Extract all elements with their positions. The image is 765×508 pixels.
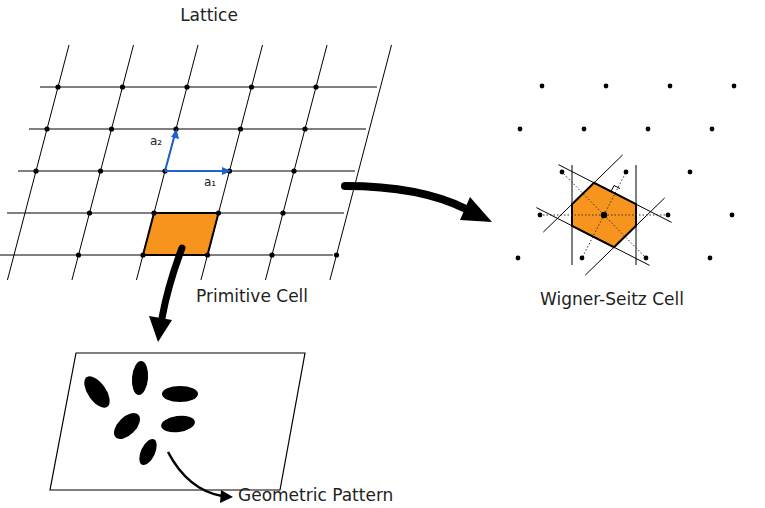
ellipse bbox=[136, 436, 161, 467]
vector-head bbox=[222, 167, 231, 175]
neighbor-lines bbox=[540, 172, 668, 258]
lattice-point bbox=[644, 256, 649, 261]
vector-a1 bbox=[165, 170, 225, 172]
lattice-point bbox=[646, 127, 651, 132]
dotted-line bbox=[604, 172, 626, 215]
bisector-lines bbox=[536, 155, 671, 275]
lattice-point bbox=[76, 252, 81, 257]
ellipse bbox=[162, 386, 198, 402]
lattice-point bbox=[291, 168, 296, 173]
lattice-point bbox=[601, 212, 607, 218]
lattice-point bbox=[216, 210, 221, 215]
lattice-point bbox=[98, 168, 103, 173]
grid-line bbox=[7, 45, 69, 280]
panel-title: Lattice bbox=[180, 6, 238, 26]
lattice-point bbox=[730, 213, 735, 218]
lattice-point bbox=[668, 84, 673, 89]
lattice-point bbox=[55, 84, 60, 89]
lattice-point bbox=[516, 256, 521, 261]
ellipse bbox=[131, 360, 150, 395]
lattice-point bbox=[708, 256, 713, 261]
grid-line bbox=[40, 87, 377, 88]
lattice-point bbox=[688, 170, 693, 175]
lattice-point bbox=[666, 213, 671, 218]
grid-line bbox=[265, 45, 327, 280]
pattern-label: Geometric Pattern bbox=[238, 486, 393, 506]
ellipse bbox=[79, 372, 114, 412]
vector-a2 bbox=[165, 134, 175, 171]
lattice-grid bbox=[0, 45, 392, 280]
lattice-point bbox=[33, 168, 38, 173]
dotted-line bbox=[562, 172, 604, 215]
lattice-point bbox=[120, 84, 125, 89]
leader-arrow bbox=[168, 452, 222, 496]
grid-line bbox=[72, 45, 134, 280]
dotted-line bbox=[582, 215, 604, 258]
arrow-head bbox=[149, 316, 172, 342]
lattice-point bbox=[44, 126, 49, 131]
lattice-point bbox=[580, 256, 585, 261]
bisector bbox=[585, 198, 664, 275]
cell-label: Primitive Cell bbox=[196, 287, 308, 307]
lattice-point bbox=[269, 252, 274, 257]
dotted-line bbox=[604, 215, 646, 258]
ellipse bbox=[109, 408, 144, 443]
lattice-point bbox=[582, 127, 587, 132]
lattice-point bbox=[313, 84, 318, 89]
vector-label: a₁ bbox=[204, 176, 216, 190]
lattice-point bbox=[87, 210, 92, 215]
lattice-point bbox=[249, 84, 254, 89]
grid-line bbox=[330, 45, 392, 280]
bisector bbox=[536, 208, 649, 266]
lattice-point bbox=[109, 126, 114, 131]
lattice-point bbox=[184, 84, 189, 89]
arrow-head bbox=[460, 197, 492, 222]
arrow-head bbox=[220, 490, 233, 503]
lattice-point bbox=[538, 213, 543, 218]
vector-head bbox=[171, 129, 179, 139]
lattice-point bbox=[518, 127, 523, 132]
big-arrow bbox=[162, 248, 182, 318]
dotted-line bbox=[604, 215, 668, 216]
big-arrow bbox=[345, 186, 466, 209]
lattice-point bbox=[302, 126, 307, 131]
dotted-line bbox=[540, 215, 604, 216]
lattice-point bbox=[624, 170, 629, 175]
vector-label: a₂ bbox=[150, 135, 162, 149]
lattice-point bbox=[140, 252, 145, 257]
lattice-point bbox=[205, 252, 210, 257]
lattice-point bbox=[732, 84, 737, 89]
lattice-point bbox=[334, 252, 339, 257]
lattice-point bbox=[710, 127, 715, 132]
bisector bbox=[543, 155, 622, 232]
bisector bbox=[558, 165, 671, 223]
lattice-point bbox=[560, 170, 565, 175]
right-angle-mark bbox=[611, 186, 620, 192]
lattice-points bbox=[516, 84, 737, 261]
grid-line bbox=[29, 129, 366, 130]
lattice-point bbox=[238, 126, 243, 131]
lattice-points bbox=[33, 84, 339, 257]
lattice-point bbox=[540, 84, 545, 89]
lattice-point bbox=[604, 84, 609, 89]
lattice-point bbox=[151, 210, 156, 215]
grid-line bbox=[18, 171, 355, 172]
geometric-pattern bbox=[79, 360, 198, 467]
cell-label: Wigner-Seitz Cell bbox=[540, 290, 684, 310]
ellipse bbox=[160, 414, 196, 435]
pattern-cell bbox=[50, 353, 305, 490]
lattice-point bbox=[280, 210, 285, 215]
